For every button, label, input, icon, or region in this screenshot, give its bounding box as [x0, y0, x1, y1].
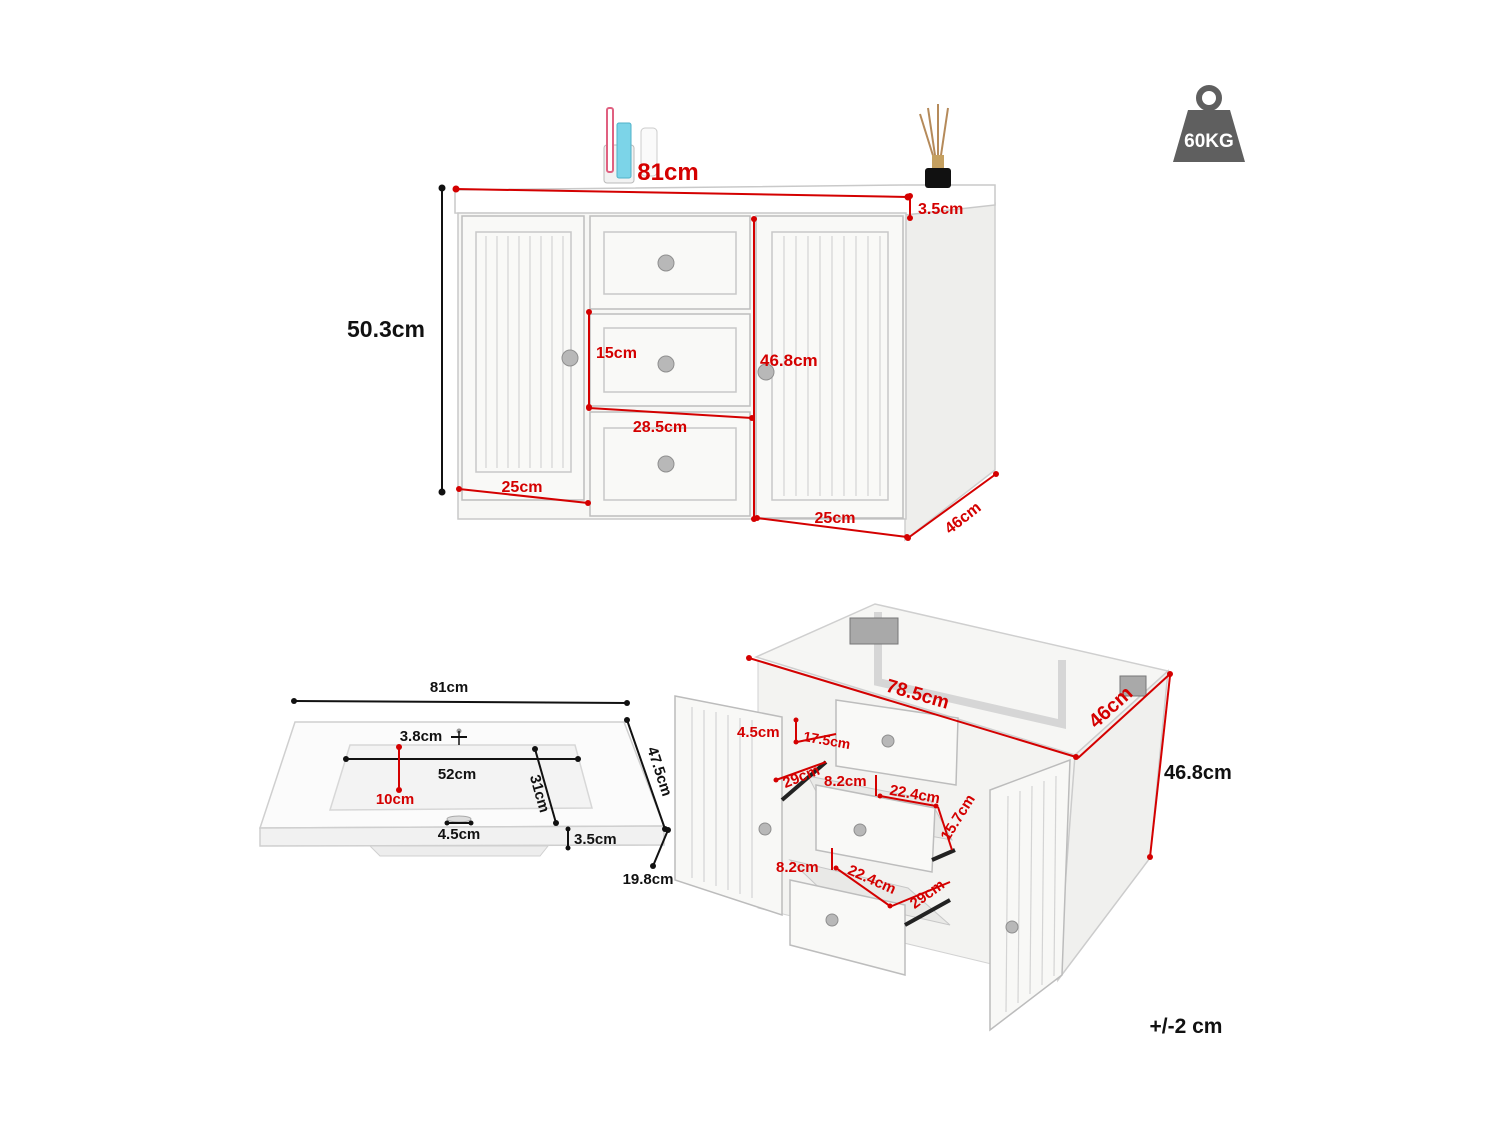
- front-right-door: [755, 215, 904, 519]
- basin-bowl-width-label: 52cm: [438, 766, 476, 783]
- basin-faucet-hole-label: 3.8cm: [400, 728, 443, 745]
- front-left-door-width-label: 25cm: [502, 479, 543, 496]
- front-body-height-label: 46.8cm: [760, 351, 818, 370]
- front-width-label: 81cm: [637, 159, 698, 186]
- open-height-label: 46.8cm: [1164, 762, 1232, 784]
- basin-total-height-label: 19.8cm: [623, 871, 674, 888]
- front-top-thickness-label: 3.5cm: [918, 201, 963, 218]
- open-dimension-lines: [746, 655, 1173, 909]
- front-total-height-label: 50.3cm: [347, 316, 425, 342]
- toiletries-decoration: [603, 107, 658, 184]
- open-mid-drawer-height-label: 8.2cm: [824, 773, 867, 790]
- front-cabinet: [454, 184, 996, 542]
- diffuser-decoration: [919, 104, 951, 188]
- open-low-drawer-height-label: 8.2cm: [776, 859, 819, 876]
- front-dimension-lines: [438, 184, 999, 541]
- front-drawer-height-label: 15cm: [596, 345, 637, 362]
- weight-icon: 60KG: [1173, 85, 1245, 162]
- front-drawers: [589, 215, 751, 517]
- front-drawer-width-label: 28.5cm: [633, 419, 687, 436]
- front-right-door-width-label: 25cm: [815, 510, 856, 527]
- right-door-knob: [757, 363, 775, 381]
- basin-rim-height-label: 3.5cm: [574, 831, 617, 848]
- open-cabinet: [674, 603, 1170, 1032]
- basin-drawing: [258, 721, 666, 857]
- weight-label: 60KG: [1184, 131, 1234, 152]
- open-top-drawer-height-label: 4.5cm: [737, 724, 780, 741]
- basin-bowl-offset-label: 10cm: [376, 791, 414, 808]
- basin-dimension-lines: [291, 698, 671, 869]
- tolerance-note: +/-2 cm: [1150, 1015, 1223, 1038]
- front-left-door: [461, 215, 585, 501]
- left-door-knob: [561, 349, 579, 367]
- basin-width-label: 81cm: [430, 679, 468, 696]
- basin-overflow-label: 4.5cm: [438, 826, 481, 843]
